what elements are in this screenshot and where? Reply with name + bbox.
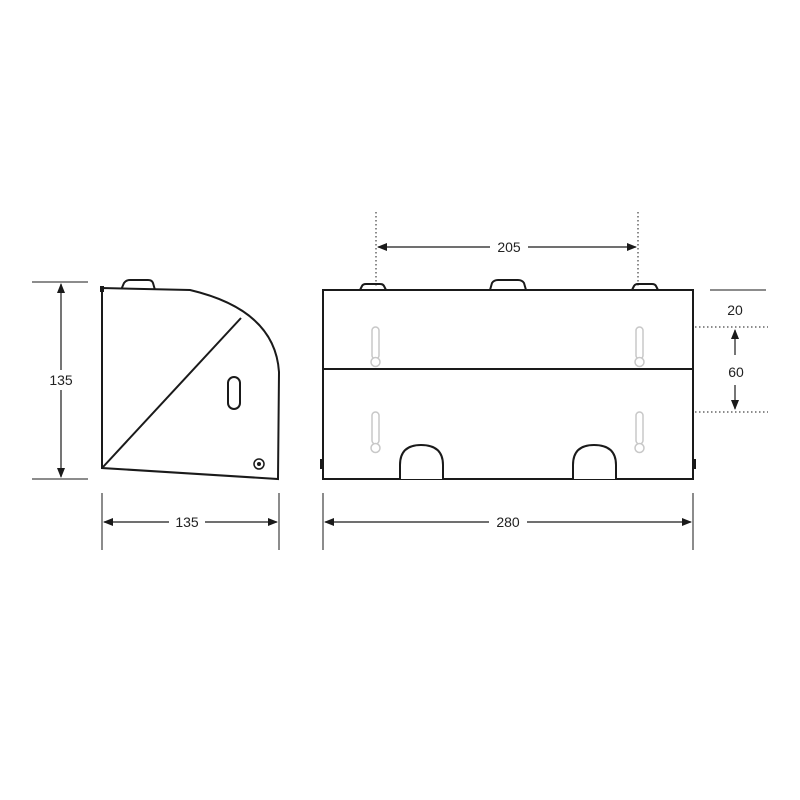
front-slot-pitch-label: 60 xyxy=(728,364,744,380)
side-oval-slot xyxy=(227,376,241,410)
front-hole-spacing-label: 205 xyxy=(497,239,521,255)
front-side-nub-right xyxy=(693,459,696,469)
keyhole-slot-bottom-left xyxy=(370,411,381,454)
side-depth-label: 135 xyxy=(175,514,199,530)
front-width-label: 280 xyxy=(496,514,520,530)
front-arch-cutout-right xyxy=(572,443,617,479)
keyhole-slot-bottom-right xyxy=(634,411,645,454)
keyhole-slot-top-left xyxy=(370,326,381,368)
front-view: 205 280 20 60 xyxy=(320,212,768,550)
front-side-nub-left xyxy=(320,459,323,469)
front-arch-cutout-left xyxy=(399,443,444,479)
side-top-tab xyxy=(120,279,156,291)
side-diagonal-line xyxy=(102,317,242,468)
front-top-tab-left xyxy=(359,283,387,291)
side-corner-mark xyxy=(100,286,104,292)
front-top-tab-center xyxy=(489,279,527,291)
side-view: 135 135 xyxy=(32,279,281,550)
side-height-label: 135 xyxy=(49,372,73,388)
front-top-offset-label: 20 xyxy=(727,302,743,318)
side-body-outline xyxy=(101,286,281,481)
side-lock-center xyxy=(257,462,261,466)
keyhole-slot-top-right xyxy=(634,326,645,368)
front-body-outline xyxy=(322,289,694,480)
